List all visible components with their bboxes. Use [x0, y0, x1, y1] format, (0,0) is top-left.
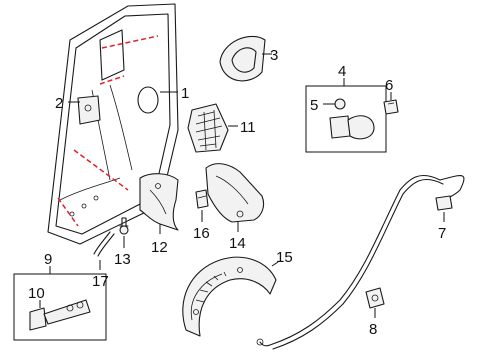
quarter-panel-part [47, 3, 179, 245]
cable-clip-part [365, 287, 385, 309]
callout-6: 6 [385, 77, 393, 94]
leader-line-15 [271, 261, 279, 267]
bracket-part [77, 95, 101, 125]
callout-9: 9 [44, 251, 52, 268]
retainer-clip-part [195, 189, 209, 209]
callout-16: 16 [193, 225, 210, 242]
callout-1: 1 [181, 85, 189, 102]
callout-12: 12 [151, 239, 168, 256]
callout-17: 17 [92, 273, 109, 290]
splash-shield-part [205, 163, 265, 223]
wheel-liner-part [182, 256, 277, 337]
callout-8: 8 [369, 321, 377, 338]
fuel-door-housing-part [219, 35, 266, 82]
callout-2: 2 [55, 95, 63, 112]
callout-13: 13 [114, 251, 131, 268]
clip-part [383, 99, 399, 115]
callout-10: 10 [28, 285, 45, 302]
callout-4: 4 [338, 63, 346, 80]
assembly-box-9 [13, 273, 107, 341]
callout-11: 11 [240, 119, 256, 136]
callout-15: 15 [276, 249, 293, 266]
callout-3: 3 [270, 47, 278, 64]
assembly-box-4 [305, 85, 387, 153]
fuel-door-part [329, 98, 375, 140]
seal-strip-part [93, 231, 115, 257]
callout-5: 5 [310, 97, 318, 114]
mud-guard-part [139, 173, 179, 231]
callout-14: 14 [229, 235, 246, 252]
callout-7: 7 [438, 225, 446, 242]
screw-part [119, 217, 129, 235]
hinge-part [29, 299, 91, 331]
vent-grille-part [187, 103, 229, 153]
release-cable-part [256, 175, 465, 350]
